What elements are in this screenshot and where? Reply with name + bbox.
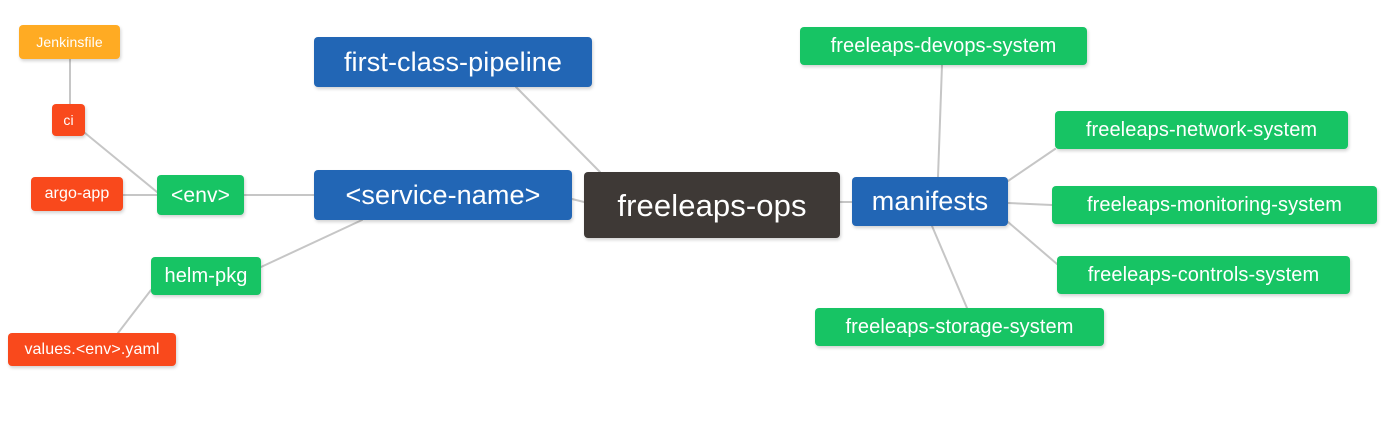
node-label-ci: ci — [63, 112, 74, 128]
node-label-freeleaps-network-system: freeleaps-network-system — [1085, 119, 1318, 141]
edge-service-name-to-freeleaps-ops — [571, 198, 585, 203]
edge-manifests-to-freeleaps-monitoring-system — [1007, 202, 1053, 206]
node-label-values-yaml: values.<env>.yaml — [24, 340, 160, 358]
edge-service-name-to-helm-pkg — [260, 219, 363, 268]
node-ci[interactable]: ci — [52, 104, 85, 136]
edge-manifests-to-freeleaps-devops-system — [937, 64, 943, 178]
node-freeleaps-storage-system[interactable]: freeleaps-storage-system — [815, 308, 1104, 346]
node-label-freeleaps-monitoring-system: freeleaps-monitoring-system — [1086, 194, 1342, 216]
node-label-argo-app: argo-app — [44, 185, 110, 202]
node-helm-pkg[interactable]: helm-pkg — [151, 257, 261, 295]
node-manifests[interactable]: manifests — [852, 177, 1008, 226]
node-first-class-pipeline[interactable]: first-class-pipeline — [314, 37, 592, 87]
node-freeleaps-controls-system[interactable]: freeleaps-controls-system — [1057, 256, 1350, 294]
node-values-yaml[interactable]: values.<env>.yaml — [8, 333, 176, 366]
node-freeleaps-ops[interactable]: freeleaps-ops — [584, 172, 840, 238]
node-label-freeleaps-ops: freeleaps-ops — [617, 187, 807, 223]
node-label-freeleaps-controls-system: freeleaps-controls-system — [1087, 264, 1320, 286]
edge-manifests-to-freeleaps-network-system — [1007, 148, 1056, 182]
edge-first-class-pipeline-to-freeleaps-ops — [515, 86, 601, 173]
edge-manifests-to-freeleaps-storage-system — [931, 225, 968, 309]
node-freeleaps-devops-system[interactable]: freeleaps-devops-system — [800, 27, 1087, 65]
node-label-service-name: <service-name> — [345, 179, 541, 210]
node-label-jenkinsfile: Jenkinsfile — [36, 34, 103, 50]
node-label-first-class-pipeline: first-class-pipeline — [343, 46, 563, 77]
node-freeleaps-network-system[interactable]: freeleaps-network-system — [1055, 111, 1348, 149]
node-label-env: <env> — [171, 183, 230, 207]
node-freeleaps-monitoring-system[interactable]: freeleaps-monitoring-system — [1052, 186, 1377, 224]
node-label-manifests: manifests — [871, 186, 989, 216]
node-service-name[interactable]: <service-name> — [314, 170, 572, 220]
node-label-freeleaps-devops-system: freeleaps-devops-system — [830, 35, 1057, 57]
node-env[interactable]: <env> — [157, 175, 244, 215]
edge-manifests-to-freeleaps-controls-system — [1007, 221, 1058, 265]
edge-helm-pkg-to-values-yaml — [117, 289, 152, 334]
node-label-helm-pkg: helm-pkg — [164, 265, 248, 287]
node-argo-app[interactable]: argo-app — [31, 177, 123, 211]
node-label-freeleaps-storage-system: freeleaps-storage-system — [845, 316, 1074, 338]
node-jenkinsfile[interactable]: Jenkinsfile — [19, 25, 120, 59]
